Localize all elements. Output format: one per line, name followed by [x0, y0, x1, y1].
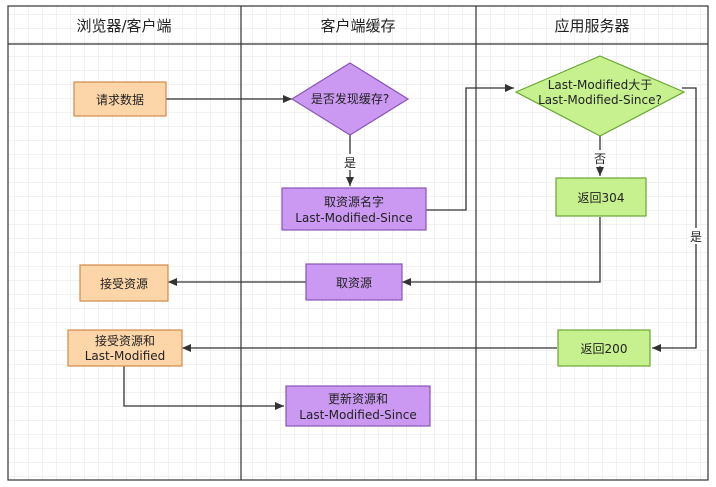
- node-accept-resource-last-modified-line2: Last-Modified: [85, 349, 166, 363]
- node-cache-check-diamond: [290, 62, 410, 136]
- edge-compare-to-return200: [652, 87, 697, 352]
- node-accept-resource-text: 接受资源: [100, 276, 148, 291]
- lane-title-app-server: 应用服务器: [554, 17, 629, 35]
- node-request-data: [73, 81, 167, 117]
- node-request-data-text: 请求数据: [96, 92, 144, 107]
- edge-label-yes-compare: 是: [690, 230, 702, 244]
- node-update-resource-line2: Last-Modified-Since: [299, 408, 416, 422]
- node-take-resource-name: [281, 187, 427, 231]
- node-accept-resource-last-modified: [67, 329, 183, 367]
- edge-label-bg-yes-cache: [342, 154, 358, 170]
- edge-take-name-to-compare: [426, 84, 514, 211]
- edge-label-bg-yes-compare: [688, 228, 704, 244]
- node-compare-line1: Last-Modified大于: [548, 78, 653, 92]
- node-take-resource-name-line2: Last-Modified-Since: [295, 211, 412, 225]
- node-return-304: [555, 177, 647, 217]
- node-return-304-text: 返回304: [578, 191, 625, 205]
- node-update-resource-line1: 更新资源和: [328, 391, 388, 406]
- swimlane-frame: [7, 5, 709, 481]
- edge-label-no-compare: 否: [594, 152, 606, 166]
- node-take-resource-text: 取资源: [336, 276, 372, 290]
- edge-return304-to-take-resource: [402, 217, 601, 286]
- lane-title-browser: 浏览器/客户端: [76, 17, 171, 35]
- node-compare-line2: Last-Modified-Since?: [538, 93, 662, 107]
- lane-title-client-cache: 客户端缓存: [320, 17, 395, 35]
- node-accept-resource-last-modified-line1: 接受资源和: [95, 333, 155, 348]
- node-take-resource: [305, 263, 403, 301]
- edge-label-bg-no-compare: [592, 150, 608, 166]
- node-return-200-text: 返回200: [581, 342, 628, 356]
- node-take-resource-name-line1: 取资源名字: [324, 194, 384, 209]
- node-cache-check-text: 是否发现缓存?: [311, 91, 389, 106]
- node-update-resource: [285, 385, 431, 427]
- node-accept-resource: [79, 264, 169, 302]
- edge-accept2-to-update: [123, 366, 284, 410]
- node-return-200: [557, 329, 651, 367]
- edge-label-yes-cache: 是: [344, 156, 356, 170]
- node-compare-diamond: [514, 55, 686, 137]
